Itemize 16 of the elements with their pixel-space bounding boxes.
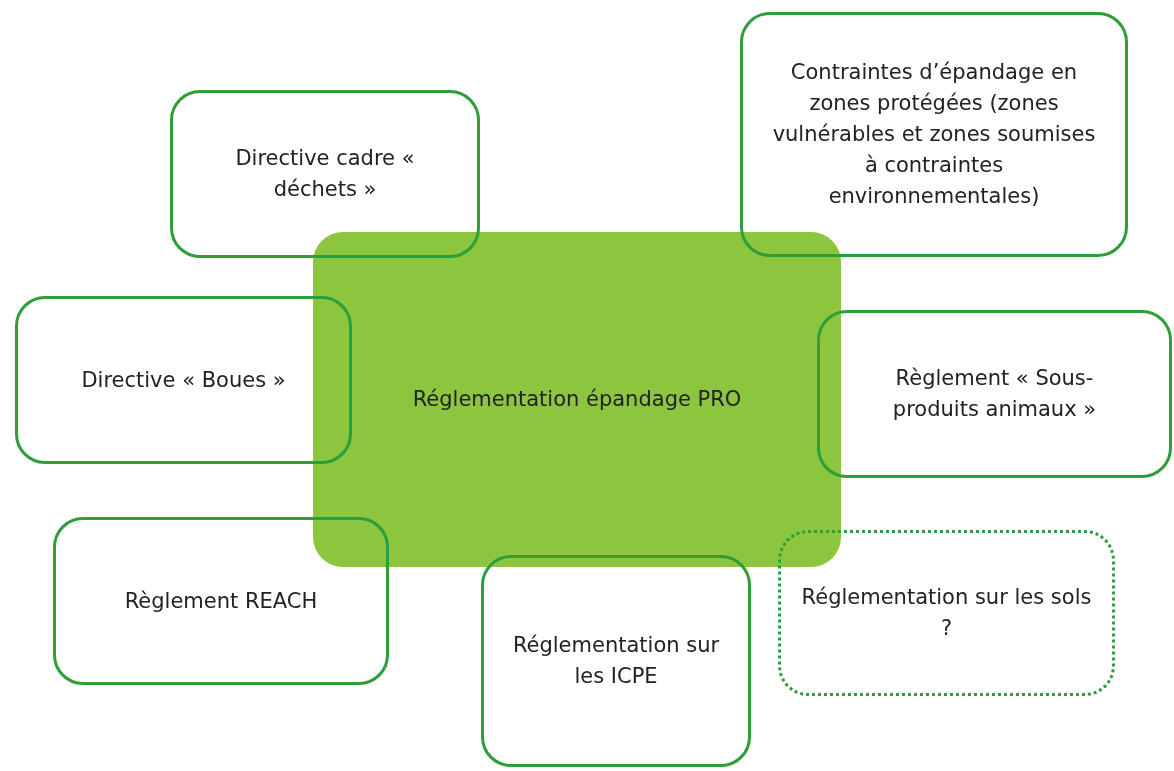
topic-text: Directive cadre « déchets » [234, 145, 416, 203]
topic-box [481, 555, 751, 767]
topic-text: Règlement REACH [124, 587, 318, 615]
topic-box [15, 296, 352, 464]
topic-box [170, 90, 480, 258]
topic-box [778, 530, 1115, 696]
topic-text: Réglementation sur les sols ? [801, 584, 1092, 642]
central-topic-box [313, 232, 841, 567]
topic-box [740, 12, 1128, 257]
topic-text: Réglementation épandage PRO [412, 386, 742, 413]
topic-text: Règlement « Sous-produits animaux » [891, 365, 1098, 423]
topic-box [817, 310, 1172, 478]
topic-box [53, 517, 389, 685]
topic-text: Directive « Boues » [81, 366, 286, 394]
topic-text: Contraintes d’épandage en zones protégées (zones vulnérables et zones soumises à contraintes environnementales) [771, 59, 1097, 210]
topic-text: Réglementation sur les ICPE [511, 632, 721, 690]
